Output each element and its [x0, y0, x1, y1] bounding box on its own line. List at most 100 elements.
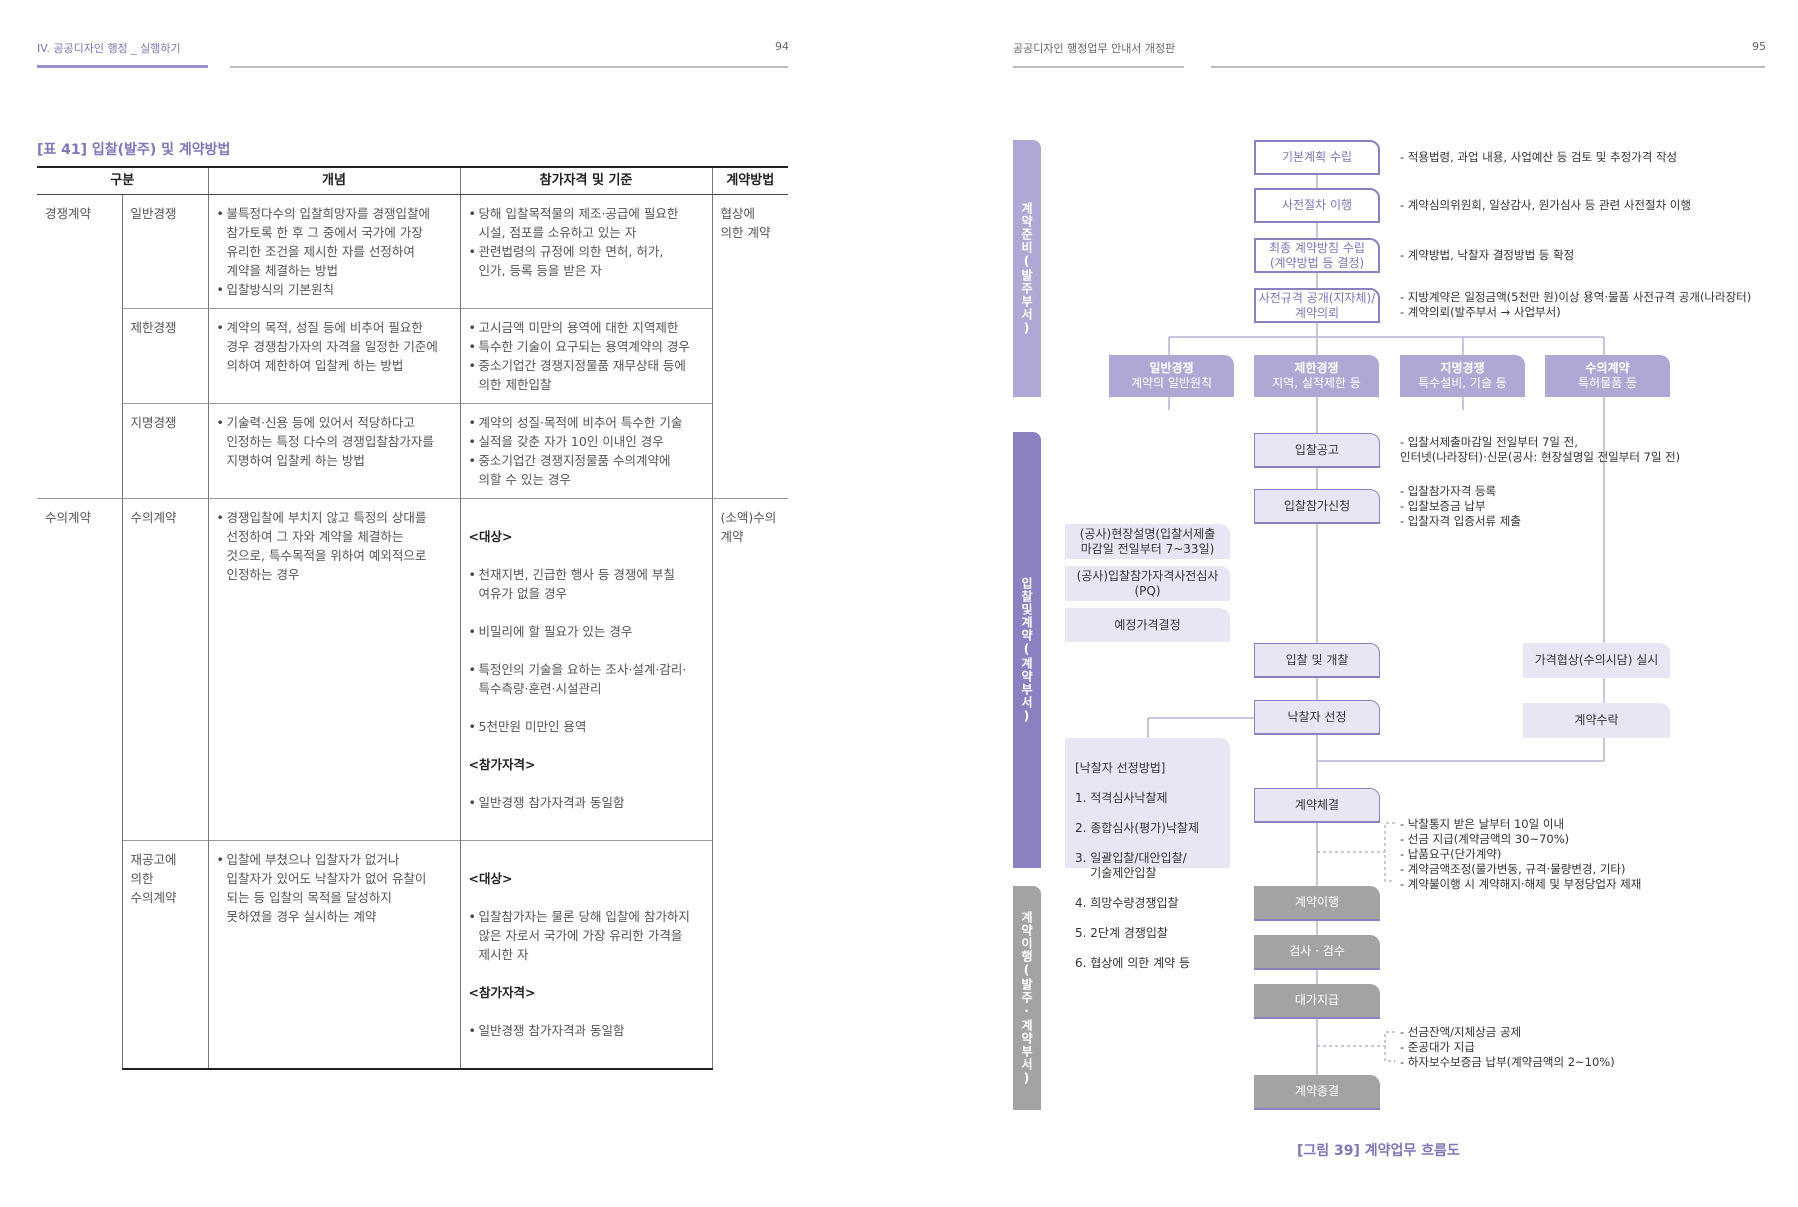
list-item: 계약의 목적, 성질 등에 비추어 필요한 경우 경쟁참가자의 자격을 일정한 …	[217, 318, 452, 375]
list-item: 비밀리에 할 필요가 있는 경우	[469, 622, 704, 641]
list-item: 특수한 기술이 요구되는 용역계약의 경우	[469, 337, 704, 356]
list-item: 일반경쟁 참가자격과 동일함	[469, 1021, 704, 1040]
list-item: 경쟁입찰에 부치지 않고 특정의 상대를 선정하여 그 자와 계약을 체결하는 …	[217, 508, 452, 584]
book-title-header: 공공디자인 행정업무 안내서 개정판	[1013, 42, 1176, 55]
figure-caption: [그림 39] 계약업무 흐름도	[1297, 1143, 1460, 1159]
header-rule	[1013, 66, 1184, 68]
method-item: 6. 협상에 의한 계약 등	[1075, 956, 1191, 970]
header-concept: 개념	[207, 166, 461, 195]
step-inspection: 검사 · 검수	[1254, 935, 1380, 970]
method-item: 2. 종합심사(평가)낙찰제	[1075, 821, 1199, 835]
category-desc: 특수설비, 기술 등	[1418, 376, 1507, 390]
step-contract-signing: 계약체결	[1254, 788, 1380, 823]
sub-cell: 제한경쟁	[121, 307, 209, 403]
step-contract-performance: 계약이행	[1254, 886, 1380, 921]
list-item: 중소기업간 경쟁지정물품 수의계약에 의할 수 있는 경우	[469, 451, 704, 489]
note-contract-policy: - 계약방법, 낙찰자 결정방법 등 확정	[1400, 248, 1575, 262]
phase-label: 계약준비(발주부서)	[1019, 201, 1034, 336]
page-number: 95	[1752, 40, 1766, 53]
category-desc: 계약의 일반원칙	[1130, 376, 1213, 390]
list-item: 입찰방식의 기본원칙	[217, 280, 452, 299]
note-contract-signing: - 낙찰통지 받은 날부터 10일 이내 - 선금 지급(계약금액의 30~70…	[1400, 817, 1642, 891]
step-payment: 대가지급	[1254, 984, 1380, 1019]
list-item: 특정인의 기술을 요하는 조사·설계·감리· 특수측량·훈련·시설관리	[469, 660, 704, 698]
criteria-cell: <대상> 입찰참가자는 물론 당해 입찰에 참가하지 않은 자로서 국가에 가장…	[459, 839, 713, 1070]
note-bid-notice: - 입찰서제출마감일 전일부터 7일 전, 인터넷(나라장터)·신문(공사: 현…	[1400, 435, 1681, 464]
list-item: 계약의 성질·목적에 비추어 특수한 기술	[469, 413, 704, 432]
table-title: [표 41] 입찰(발주) 및 계약방법	[37, 142, 231, 158]
table-row: 수의계약 수의계약 경쟁입찰에 부치지 않고 특정의 상대를 선정하여 그 자와…	[37, 497, 789, 1069]
methods-title: [낙찰자 선정방법]	[1075, 761, 1166, 775]
page-number: 94	[775, 40, 789, 53]
method-cell: (소액)수의 계약	[711, 497, 789, 1069]
group-cell: 경쟁계약	[45, 205, 92, 221]
note-bid-application: - 입찰참가자격 등록 - 입찰보증금 납부 - 입찰자격 입증서류 제출	[1400, 484, 1521, 528]
list-item: 입찰참가자는 물론 당해 입찰에 참가하지 않은 자로서 국가에 가장 유리한 …	[469, 907, 704, 964]
list-item: 입찰에 부쳤으나 입찰자가 없거나 입찰자가 있어도 낙찰자가 없어 유찰이 되…	[217, 850, 452, 926]
step-bid-opening: 입찰 및 개찰	[1254, 643, 1380, 678]
table-row: 제한경쟁 계약의 목적, 성질 등에 비추어 필요한 경우 경쟁참가자의 자격을…	[37, 307, 788, 403]
list-item: 일반경쟁 참가자격과 동일함	[469, 793, 704, 812]
phase-label: 계약이행(발주·계약부서)	[1019, 910, 1034, 1086]
section-header: IV. 공공디자인 행정 _ 실행하기	[37, 42, 181, 55]
list-item: 관련법령의 규정에 의한 면허, 허가, 인가, 등록 등을 받은 자	[469, 242, 704, 280]
category-desc: 특허물품 등	[1577, 376, 1637, 390]
category-title: 수의계약	[1585, 361, 1630, 375]
method-item: 4. 희망수량경쟁입찰	[1075, 896, 1179, 910]
list-item: 중소기업간 경쟁지정물품 재무상태 등에 의한 제한입찰	[469, 356, 704, 394]
list-item: 천재지변, 긴급한 행사 등 경쟁에 부칠 여유가 없을 경우	[469, 565, 704, 603]
step-price-negotiation: 가격협상(수의시담) 실시	[1523, 643, 1670, 678]
list-item: 불특정다수의 입찰희망자를 경쟁입찰에 참가토록 한 후 그 중에서 국가에 가…	[217, 204, 452, 280]
step-contract-close: 계약종결	[1254, 1075, 1380, 1110]
table-row: 경쟁계약 일반경쟁 불특정다수의 입찰희망자를 경쟁입찰에 참가토록 한 후 그…	[37, 194, 789, 498]
method-cell: 협상에 의한 계약	[711, 194, 789, 498]
method-item: 3. 일괄입찰/대안입찰/ 기술제안입찰	[1075, 851, 1187, 880]
header-method: 계약방법	[711, 166, 789, 195]
header-rule	[1211, 66, 1765, 68]
concept-cell: 경쟁입찰에 부치지 않고 특정의 상대를 선정하여 그 자와 계약을 체결하는 …	[207, 497, 461, 840]
phase-label: 입찰및계약(계약부서)	[1019, 576, 1034, 724]
contract-methods-table: 구분 개념 참가자격 및 기준 계약방법 경쟁계약 일반경쟁 불특정다수의 입찰…	[37, 166, 789, 1070]
header-criteria: 참가자격 및 기준	[459, 166, 713, 195]
step-contract-policy: 최종 계약방침 수립 (계약방법 등 결정)	[1254, 238, 1380, 273]
category-title: 지명경쟁	[1440, 361, 1485, 375]
category-title: 제한경쟁	[1294, 361, 1339, 375]
category-title: 일반경쟁	[1149, 361, 1194, 375]
list-item: 당해 입찰목적물의 제조·공급에 필요한 시설, 점포를 소유하고 있는 자	[469, 204, 704, 242]
category-desc: 지역, 실적제한 등	[1272, 376, 1361, 390]
list-item: 5천만원 미만인 용역	[469, 717, 704, 736]
phase-bar-execution: 계약이행(발주·계약부서)	[1013, 886, 1041, 1110]
header-rule	[230, 66, 788, 68]
step-spec-disclosure: 사전규격 공개(지자체)/ 계약의뢰	[1254, 288, 1380, 323]
table-header-row: 구분 개념 참가자격 및 기준 계약방법	[37, 166, 789, 195]
target-heading: <대상>	[468, 870, 513, 886]
concept-cell: 입찰에 부쳤으나 입찰자가 없거나 입찰자가 있어도 낙찰자가 없어 유찰이 되…	[207, 839, 461, 1070]
side-price-decision: 예정가격결정	[1065, 608, 1230, 642]
note-pre-procedure: - 계약심의위원회, 일상감사, 원가심사 등 관련 사전절차 이행	[1400, 198, 1691, 212]
table-row: 재공고에 의한 수의계약 입찰에 부쳤으나 입찰자가 없거나 입찰자가 있어도 …	[37, 839, 788, 1070]
sub-cell: 수의계약	[121, 497, 209, 840]
target-heading: <대상>	[468, 528, 513, 544]
qual-heading: <참가자격>	[468, 984, 536, 1000]
sub-cell: 재공고에 의한 수의계약	[121, 839, 209, 1070]
phase-bar-preparation: 계약준비(발주부서)	[1013, 140, 1041, 397]
concept-cell: 불특정다수의 입찰희망자를 경쟁입찰에 참가토록 한 후 그 중에서 국가에 가…	[207, 194, 461, 308]
qual-heading: <참가자격>	[468, 756, 536, 772]
side-pq: (공사)입찰참가자격사전심사 (PQ)	[1065, 566, 1230, 601]
list-item: 기술력·신용 등에 있어서 적당하다고 인정하는 특정 다수의 경쟁입찰참가자를…	[217, 413, 452, 470]
note-bracket	[1384, 1031, 1395, 1062]
header-category: 구분	[37, 166, 209, 195]
note-spec-disclosure: - 지방계약은 일정금액(5천만 원)이상 용역·물품 사전규격 공개(나라장터…	[1400, 290, 1752, 319]
sub-cell: 지명경쟁	[121, 402, 209, 498]
criteria-cell: 당해 입찰목적물의 제조·공급에 필요한 시설, 점포를 소유하고 있는 자관련…	[459, 194, 713, 308]
step-bid-notice: 입찰공고	[1254, 433, 1380, 468]
step-winner-selection: 낙찰자 선정	[1254, 700, 1380, 735]
step-bid-application: 입찰참가신청	[1254, 489, 1380, 524]
list-item: 실적을 갖춘 자가 10인 이내인 경우	[469, 432, 704, 451]
side-winner-methods: [낙찰자 선정방법] 1. 적격심사낙찰제 2. 종합심사(평가)낙찰제 3. …	[1065, 738, 1230, 970]
